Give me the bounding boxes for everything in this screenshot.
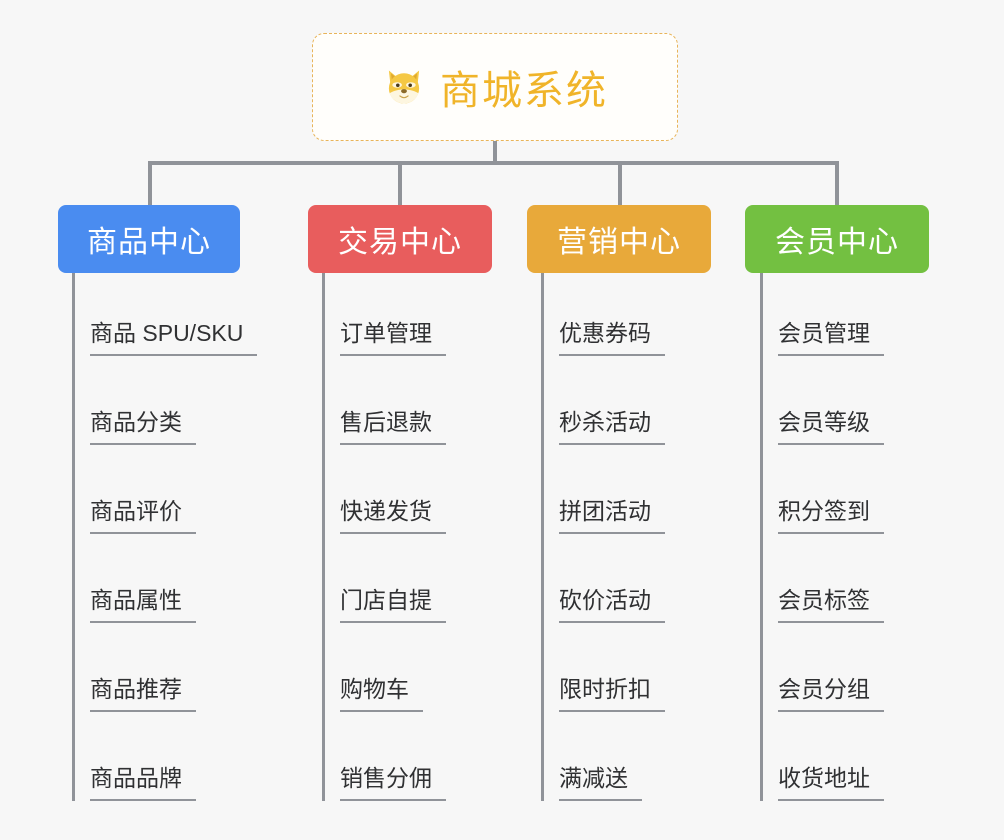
leaf-column-trade-center: 订单管理 售后退款 快递发货 门店自提 购物车 销售分佣	[322, 273, 446, 807]
category-label-product-center: 商品中心	[87, 226, 211, 259]
leaf-item[interactable]: 会员分组	[760, 629, 884, 718]
leaf-label: 商品分类	[90, 409, 196, 445]
leaf-item[interactable]: 订单管理	[322, 273, 446, 362]
leaf-label: 会员管理	[778, 320, 884, 356]
leaf-item[interactable]: 门店自提	[322, 540, 446, 629]
leaf-label: 秒杀活动	[559, 409, 665, 445]
leaf-label: 会员分组	[778, 676, 884, 712]
leaf-column-product-center: 商品 SPU/SKU 商品分类 商品评价 商品属性 商品推荐 商品品牌	[72, 273, 258, 807]
leaf-label: 砍价活动	[559, 587, 665, 623]
connector-drop-3	[618, 161, 622, 207]
leaf-item[interactable]: 商品评价	[72, 451, 257, 540]
leaf-label: 商品 SPU/SKU	[90, 320, 258, 356]
leaf-item[interactable]: 销售分佣	[322, 718, 446, 807]
leaf-spine-2	[322, 273, 325, 801]
category-label-marketing-center: 营销中心	[557, 226, 681, 259]
leaf-label: 会员标签	[778, 587, 884, 623]
connector-root-stem	[493, 141, 497, 165]
leaf-label: 购物车	[340, 676, 423, 712]
leaf-item[interactable]: 商品分类	[72, 362, 257, 451]
connector-drop-1	[148, 161, 152, 207]
leaf-label: 商品品牌	[90, 765, 196, 801]
category-box-member-center[interactable]: 会员中心	[745, 205, 929, 273]
leaf-item[interactable]: 拼团活动	[541, 451, 665, 540]
leaf-item[interactable]: 商品 SPU/SKU	[72, 273, 258, 362]
leaf-item[interactable]: 会员管理	[760, 273, 884, 362]
connector-drop-4	[835, 161, 839, 207]
leaf-item[interactable]: 秒杀活动	[541, 362, 665, 451]
category-box-product-center[interactable]: 商品中心	[58, 205, 240, 273]
leaf-item[interactable]: 会员等级	[760, 362, 884, 451]
leaf-label: 会员等级	[778, 409, 884, 445]
leaf-label: 优惠券码	[559, 320, 665, 356]
leaf-item[interactable]: 收货地址	[760, 718, 884, 807]
leaf-label: 售后退款	[340, 409, 446, 445]
leaf-item[interactable]: 砍价活动	[541, 540, 665, 629]
leaf-item[interactable]: 快递发货	[322, 451, 446, 540]
leaf-item[interactable]: 限时折扣	[541, 629, 665, 718]
leaf-label: 商品推荐	[90, 676, 196, 712]
leaf-label: 满减送	[559, 765, 642, 801]
leaf-item[interactable]: 商品品牌	[72, 718, 257, 807]
leaf-item[interactable]: 积分签到	[760, 451, 884, 540]
leaf-label: 收货地址	[778, 765, 884, 801]
leaf-label: 限时折扣	[559, 676, 665, 712]
shiba-dog-icon	[382, 65, 426, 109]
connector-bus-bar	[148, 161, 839, 165]
leaf-spine-4	[760, 273, 763, 801]
root-node-shopping-mall-system[interactable]: 商城系统	[312, 33, 678, 141]
leaf-item[interactable]: 会员标签	[760, 540, 884, 629]
leaf-label: 商品评价	[90, 498, 196, 534]
leaf-item[interactable]: 商品推荐	[72, 629, 257, 718]
leaf-item[interactable]: 售后退款	[322, 362, 446, 451]
root-node-title: 商城系统	[440, 69, 608, 113]
leaf-label: 积分签到	[778, 498, 884, 534]
leaf-item[interactable]: 购物车	[322, 629, 446, 718]
leaf-label: 销售分佣	[340, 765, 446, 801]
leaf-column-member-center: 会员管理 会员等级 积分签到 会员标签 会员分组 收货地址	[760, 273, 884, 807]
leaf-item[interactable]: 满减送	[541, 718, 665, 807]
leaf-label: 订单管理	[340, 320, 446, 356]
category-label-member-center: 会员中心	[775, 226, 899, 259]
leaf-label: 商品属性	[90, 587, 196, 623]
category-label-trade-center: 交易中心	[338, 226, 462, 259]
leaf-spine-1	[72, 273, 75, 801]
category-box-trade-center[interactable]: 交易中心	[308, 205, 492, 273]
leaf-label: 门店自提	[340, 587, 446, 623]
leaf-item[interactable]: 商品属性	[72, 540, 257, 629]
leaf-label: 拼团活动	[559, 498, 665, 534]
leaf-item[interactable]: 优惠券码	[541, 273, 665, 362]
category-box-marketing-center[interactable]: 营销中心	[527, 205, 711, 273]
leaf-label: 快递发货	[340, 498, 446, 534]
leaf-spine-3	[541, 273, 544, 801]
leaf-column-marketing-center: 优惠券码 秒杀活动 拼团活动 砍价活动 限时折扣 满减送	[541, 273, 665, 807]
connector-drop-2	[398, 161, 402, 207]
